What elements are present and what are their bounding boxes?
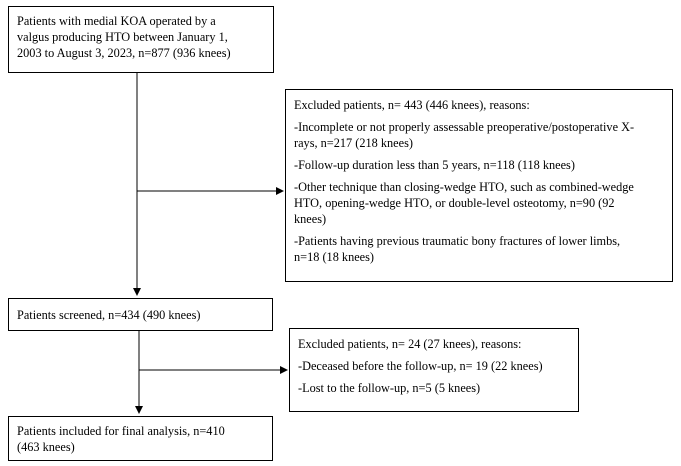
box-initial-patients: Patients with medial KOA operated by a v…	[8, 6, 274, 73]
box-final-line-2: (463 knees)	[17, 440, 75, 454]
box-initial-line-3: 2003 to August 3, 2023, n=877 (936 knees…	[17, 46, 231, 60]
excluded-second-item-2: -Lost to the follow-up, n=5 (5 knees)	[298, 380, 570, 396]
box-excluded-second: Excluded patients, n= 24 (27 knees), rea…	[289, 328, 579, 412]
excluded-second-item-1: -Deceased before the follow-up, n= 19 (2…	[298, 358, 570, 374]
box-excluded-first: Excluded patients, n= 443 (446 knees), r…	[285, 89, 673, 282]
box-initial-line-2: valgus producing HTO between January 1,	[17, 30, 228, 44]
box-final-analysis: Patients included for final analysis, n=…	[8, 416, 273, 461]
excluded-first-item-3-line-2: HTO, opening-wedge HTO, or double-level …	[294, 196, 615, 210]
excluded-first-item-3-line-3: knees)	[294, 212, 327, 226]
excluded-first-header: Excluded patients, n= 443 (446 knees), r…	[294, 98, 530, 112]
box-screened: Patients screened, n=434 (490 knees)	[8, 298, 273, 331]
box-screened-line-1: Patients screened, n=434 (490 knees)	[17, 308, 201, 322]
excluded-first-item-2-line-1: -Follow-up duration less than 5 years, n…	[294, 158, 575, 172]
box-initial-line-1: Patients with medial KOA operated by a	[17, 14, 216, 28]
excluded-second-header: Excluded patients, n= 24 (27 knees), rea…	[298, 337, 522, 351]
excluded-first-item-4-line-1: -Patients having previous traumatic bony…	[294, 234, 621, 248]
excluded-first-item-3: -Other technique than closing-wedge HTO,…	[294, 179, 664, 227]
excluded-first-item-4-line-2: n=18 (18 knees)	[294, 250, 375, 264]
excluded-first-item-1-line-2: rays, n=217 (218 knees)	[294, 136, 413, 150]
excluded-second-item-1-line-1: -Deceased before the follow-up, n= 19 (2…	[298, 359, 543, 373]
excluded-first-item-2: -Follow-up duration less than 5 years, n…	[294, 157, 664, 173]
excluded-first-item-1: -Incomplete or not properly assessable p…	[294, 119, 664, 151]
excluded-first-item-3-line-1: -Other technique than closing-wedge HTO,…	[294, 180, 634, 194]
excluded-second-item-2-line-1: -Lost to the follow-up, n=5 (5 knees)	[298, 381, 481, 395]
excluded-first-item-4: -Patients having previous traumatic bony…	[294, 233, 664, 265]
box-final-line-1: Patients included for final analysis, n=…	[17, 424, 225, 438]
excluded-first-item-1-line-1: -Incomplete or not properly assessable p…	[294, 120, 635, 134]
